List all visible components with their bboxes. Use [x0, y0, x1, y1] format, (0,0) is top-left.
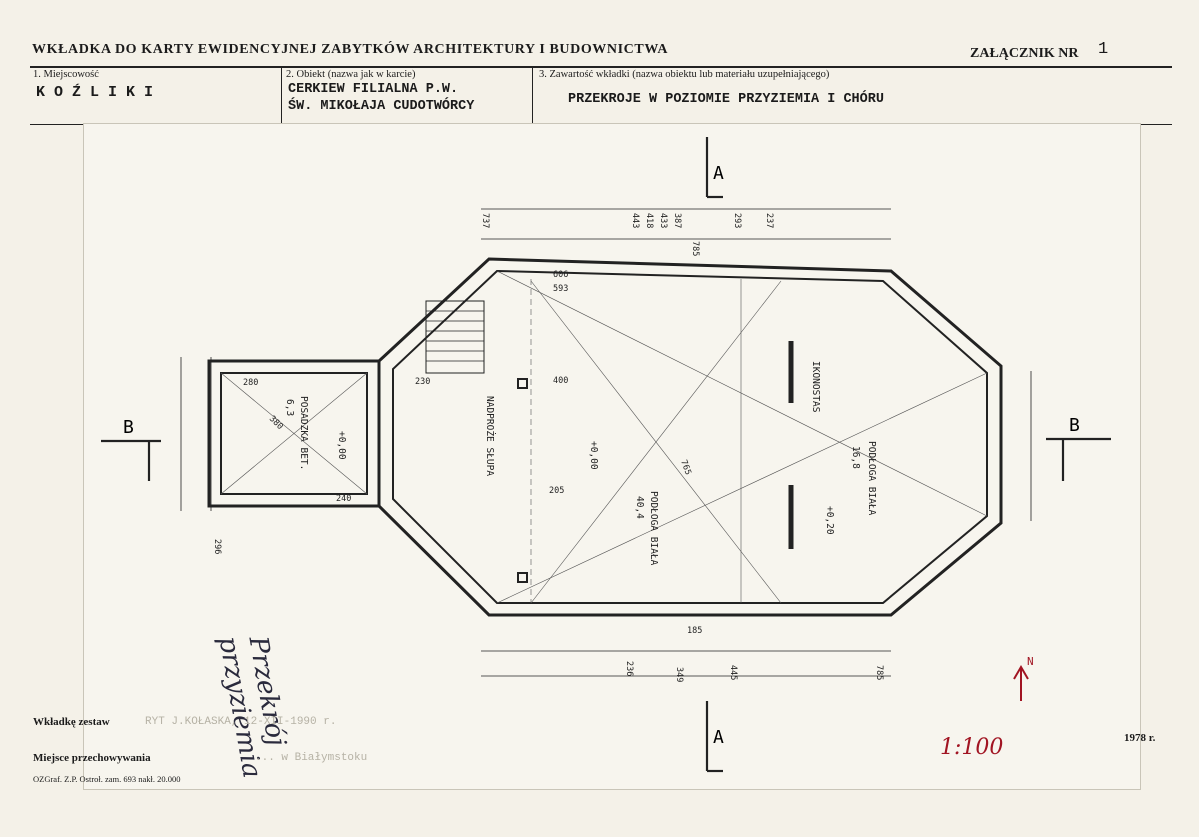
- section-a-bottom: A: [713, 727, 724, 748]
- annex-label: ZAŁĄCZNIK NR: [970, 46, 1079, 61]
- section-b-right: B: [1069, 415, 1080, 436]
- place-label: 1. Miejscowość: [33, 69, 99, 80]
- room-vestibule-area: 6,3: [284, 399, 295, 416]
- room-nave-area: 40,4: [634, 496, 645, 519]
- content-value: PRZEKROJE W POZIOMIE PRZYZIEMIA I CHÓRU: [568, 92, 884, 107]
- object-line2: ŚW. MIKOŁAJA CUDOTWÓRCY: [288, 99, 475, 114]
- column: [517, 378, 528, 389]
- north-label: N: [1027, 655, 1034, 668]
- dim-inner: 400: [553, 376, 568, 386]
- place-label-footer: Miejsce przechowywania: [33, 752, 151, 764]
- room-sanctuary-area: 16,8: [850, 446, 861, 469]
- dim-bottom: 445: [728, 665, 738, 680]
- dim-top: 387: [672, 213, 682, 228]
- dim-inner: 240: [336, 494, 351, 504]
- document-title: WKŁADKA DO KARTY EWIDENCYJNEJ ZABYTKÓW A…: [32, 42, 669, 57]
- year-label: 1978 r.: [1124, 732, 1156, 744]
- room-vestibule-level: +0,00: [336, 431, 347, 460]
- dim-bottom: 296: [212, 539, 222, 554]
- object-label: 2. Obiekt (nazwa jak w karcie): [286, 69, 416, 80]
- room-nave-level: +0,00: [588, 441, 599, 470]
- iconostasis-label: IKONOSTAS: [810, 361, 821, 413]
- section-b-left: B: [123, 417, 134, 438]
- place-value: KOŹLIKI: [36, 84, 163, 101]
- stairs: [425, 300, 485, 374]
- outer-wall: [377, 257, 1003, 617]
- beam-note: NADPROŻE SŁUPA: [484, 396, 495, 476]
- header-rule: [30, 66, 1172, 68]
- room-sanctuary-level: +0,20: [824, 506, 835, 535]
- room-nave: PODŁOGA BIAŁA: [648, 491, 659, 566]
- printer-info: OZGraf. Z.P. Ostroł. zam. 693 nakł. 20.0…: [33, 774, 181, 784]
- dim-inner: 230: [415, 377, 430, 387]
- floor-plan: A A B B N POSADZKA BET. 6,3 +0,00 NADPRO…: [101, 137, 1111, 773]
- section-a-top: A: [713, 163, 724, 184]
- dim-top: 443: [630, 213, 640, 228]
- content-label: 3. Zawartość wkładki (nazwa obiektu lub …: [539, 69, 830, 80]
- drawing-sheet: A A B B N POSADZKA BET. 6,3 +0,00 NADPRO…: [83, 123, 1141, 790]
- dim-inner: 606: [553, 270, 568, 280]
- dim-inner: 185: [687, 626, 702, 636]
- dim-top: 785: [690, 241, 700, 256]
- made-value: RYT J.KOŁASKA, 12-XII-1990 r.: [145, 716, 337, 728]
- annex-number: 1: [1098, 40, 1109, 59]
- inner-wall: [392, 269, 988, 604]
- dim-bottom: 785: [874, 665, 884, 680]
- dim-bottom: 236: [624, 661, 634, 676]
- vestibule-wall: [207, 359, 381, 508]
- dim-top: 433: [658, 213, 668, 228]
- field-divider-1: [281, 67, 282, 124]
- dim-top: 737: [480, 213, 490, 228]
- room-sanctuary: PODŁOGA BIAŁA: [866, 441, 877, 516]
- field-divider-2: [532, 67, 533, 124]
- room-vestibule: POSADZKA BET.: [298, 396, 309, 470]
- column: [517, 572, 528, 583]
- vestibule-inner: [220, 372, 368, 495]
- dim-inner: 765: [678, 459, 693, 477]
- dim-inner: 593: [553, 284, 568, 294]
- dim-bottom: 349: [674, 667, 684, 682]
- dim-inner: 205: [549, 486, 564, 496]
- dim-top: 293: [732, 213, 742, 228]
- dim-inner: 380: [267, 414, 285, 432]
- object-line1: CERKIEW FILIALNA P.W.: [288, 82, 459, 97]
- dim-top: 418: [644, 213, 654, 228]
- scale-label: 1:100: [940, 735, 1004, 760]
- dim-top: 237: [764, 213, 774, 228]
- dim-inner: 280: [243, 378, 258, 388]
- made-label: Wkładkę zestaw: [33, 716, 110, 728]
- place-value-footer: ... w Białymstoku: [255, 752, 368, 764]
